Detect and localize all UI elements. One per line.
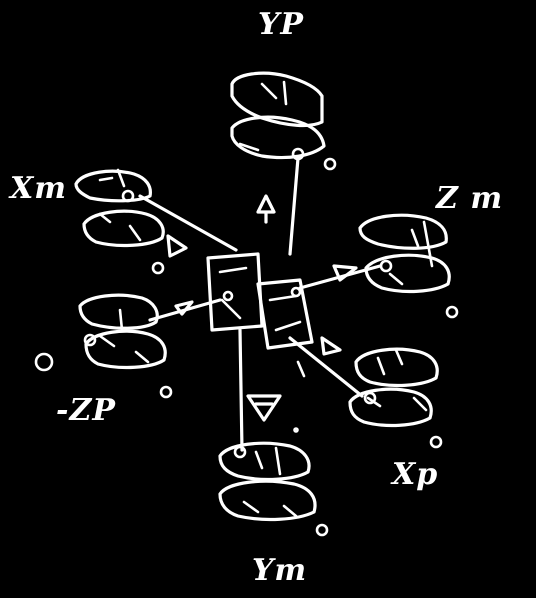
hub-left-box (208, 254, 262, 330)
xp-strokes (368, 350, 426, 410)
ym-marker (317, 525, 327, 535)
label-zm: Z m (435, 181, 503, 216)
module-xp: Xp (290, 338, 441, 492)
label-xp: Xp (390, 457, 438, 492)
zm-marker (447, 307, 457, 317)
zm-strokes (390, 222, 432, 284)
module-yp: YP (232, 7, 335, 254)
module-xm: Xm (8, 170, 236, 273)
zm-loop-lower (366, 255, 449, 291)
module-ym: Ym (220, 330, 327, 588)
zp-loop-upper (80, 295, 157, 328)
label-ym: Ym (252, 553, 307, 588)
yp-connector (290, 158, 298, 254)
module-zm: Z m (300, 181, 503, 317)
label-zp: -ZP (56, 393, 116, 428)
zp-strokes (100, 310, 148, 362)
ym-loop-upper (220, 443, 309, 479)
xm-marker (153, 263, 163, 273)
ym-connector (240, 330, 242, 450)
zm-loop-upper (360, 215, 446, 248)
yp-arrowhead-icon (258, 196, 274, 222)
mark-1 (298, 362, 304, 376)
zp-marker-large (36, 354, 52, 370)
module-zp: -ZP (36, 295, 220, 428)
central-hub (208, 254, 312, 348)
hub-node-right (292, 288, 300, 296)
hub-right-box (258, 280, 312, 348)
xm-strokes (100, 170, 140, 240)
zm-node (381, 261, 391, 271)
xm-loop-lower (84, 211, 163, 245)
label-xm: Xm (8, 171, 67, 206)
xm-arrowhead-icon (168, 236, 186, 256)
ym-loop-lower (220, 481, 315, 519)
loose-marks (295, 362, 305, 432)
label-yp: YP (258, 7, 304, 42)
xp-marker (431, 437, 441, 447)
mark-2 (295, 429, 298, 432)
xp-arrowhead-icon (322, 338, 340, 354)
yp-marker (325, 159, 335, 169)
hub-node-left (224, 292, 232, 300)
zp-marker (161, 387, 171, 397)
zp-loop-lower (86, 331, 165, 367)
ym-arrowhead-icon (248, 396, 280, 420)
